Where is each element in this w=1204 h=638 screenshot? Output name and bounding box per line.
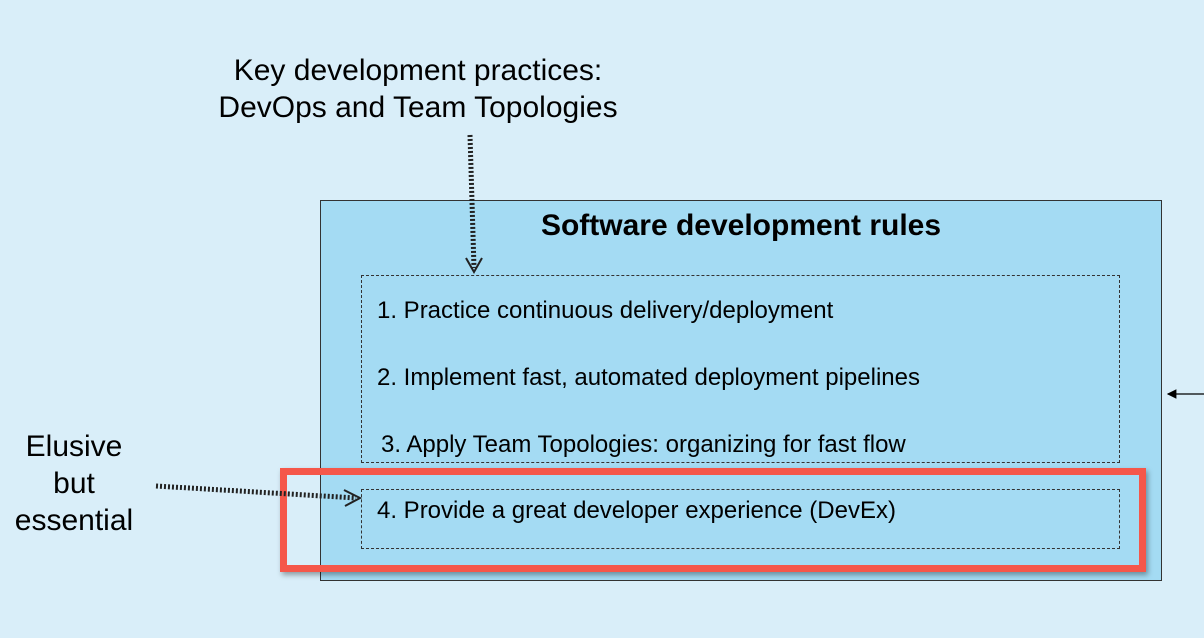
rules-title: Software development rules bbox=[540, 209, 942, 242]
practices-callout: Key development practices: DevOps and Te… bbox=[200, 52, 636, 126]
practices-connector-arrow bbox=[465, 257, 483, 275]
practices-connector bbox=[467, 134, 477, 269]
practices-callout-line-2: DevOps and Team Topologies bbox=[218, 91, 618, 124]
practices-callout-line-1: Key development practices: bbox=[233, 54, 603, 87]
practices-group bbox=[361, 275, 1120, 463]
devex-group bbox=[361, 489, 1120, 549]
devex-callout: Elusive but essential bbox=[0, 428, 148, 539]
devex-callout-line-2: but bbox=[53, 467, 95, 500]
devex-callout-line-3: essential bbox=[14, 504, 134, 537]
rule-item-1: 1. Practice continuous delivery/deployme… bbox=[377, 297, 834, 324]
rule-item-2: 2. Implement fast, automated deployment … bbox=[377, 364, 920, 391]
rule-item-3: 3. Apply Team Topologies: organizing for… bbox=[381, 431, 906, 458]
devex-connector-arrow bbox=[343, 489, 363, 507]
devex-connector bbox=[155, 483, 357, 501]
devex-callout-line-1: Elusive bbox=[25, 430, 123, 463]
rule-item-4: 4. Provide a great developer experience … bbox=[377, 497, 896, 524]
rules-box: Software development rules 1. Practice c… bbox=[320, 200, 1162, 581]
devex-highlight bbox=[280, 468, 1146, 572]
